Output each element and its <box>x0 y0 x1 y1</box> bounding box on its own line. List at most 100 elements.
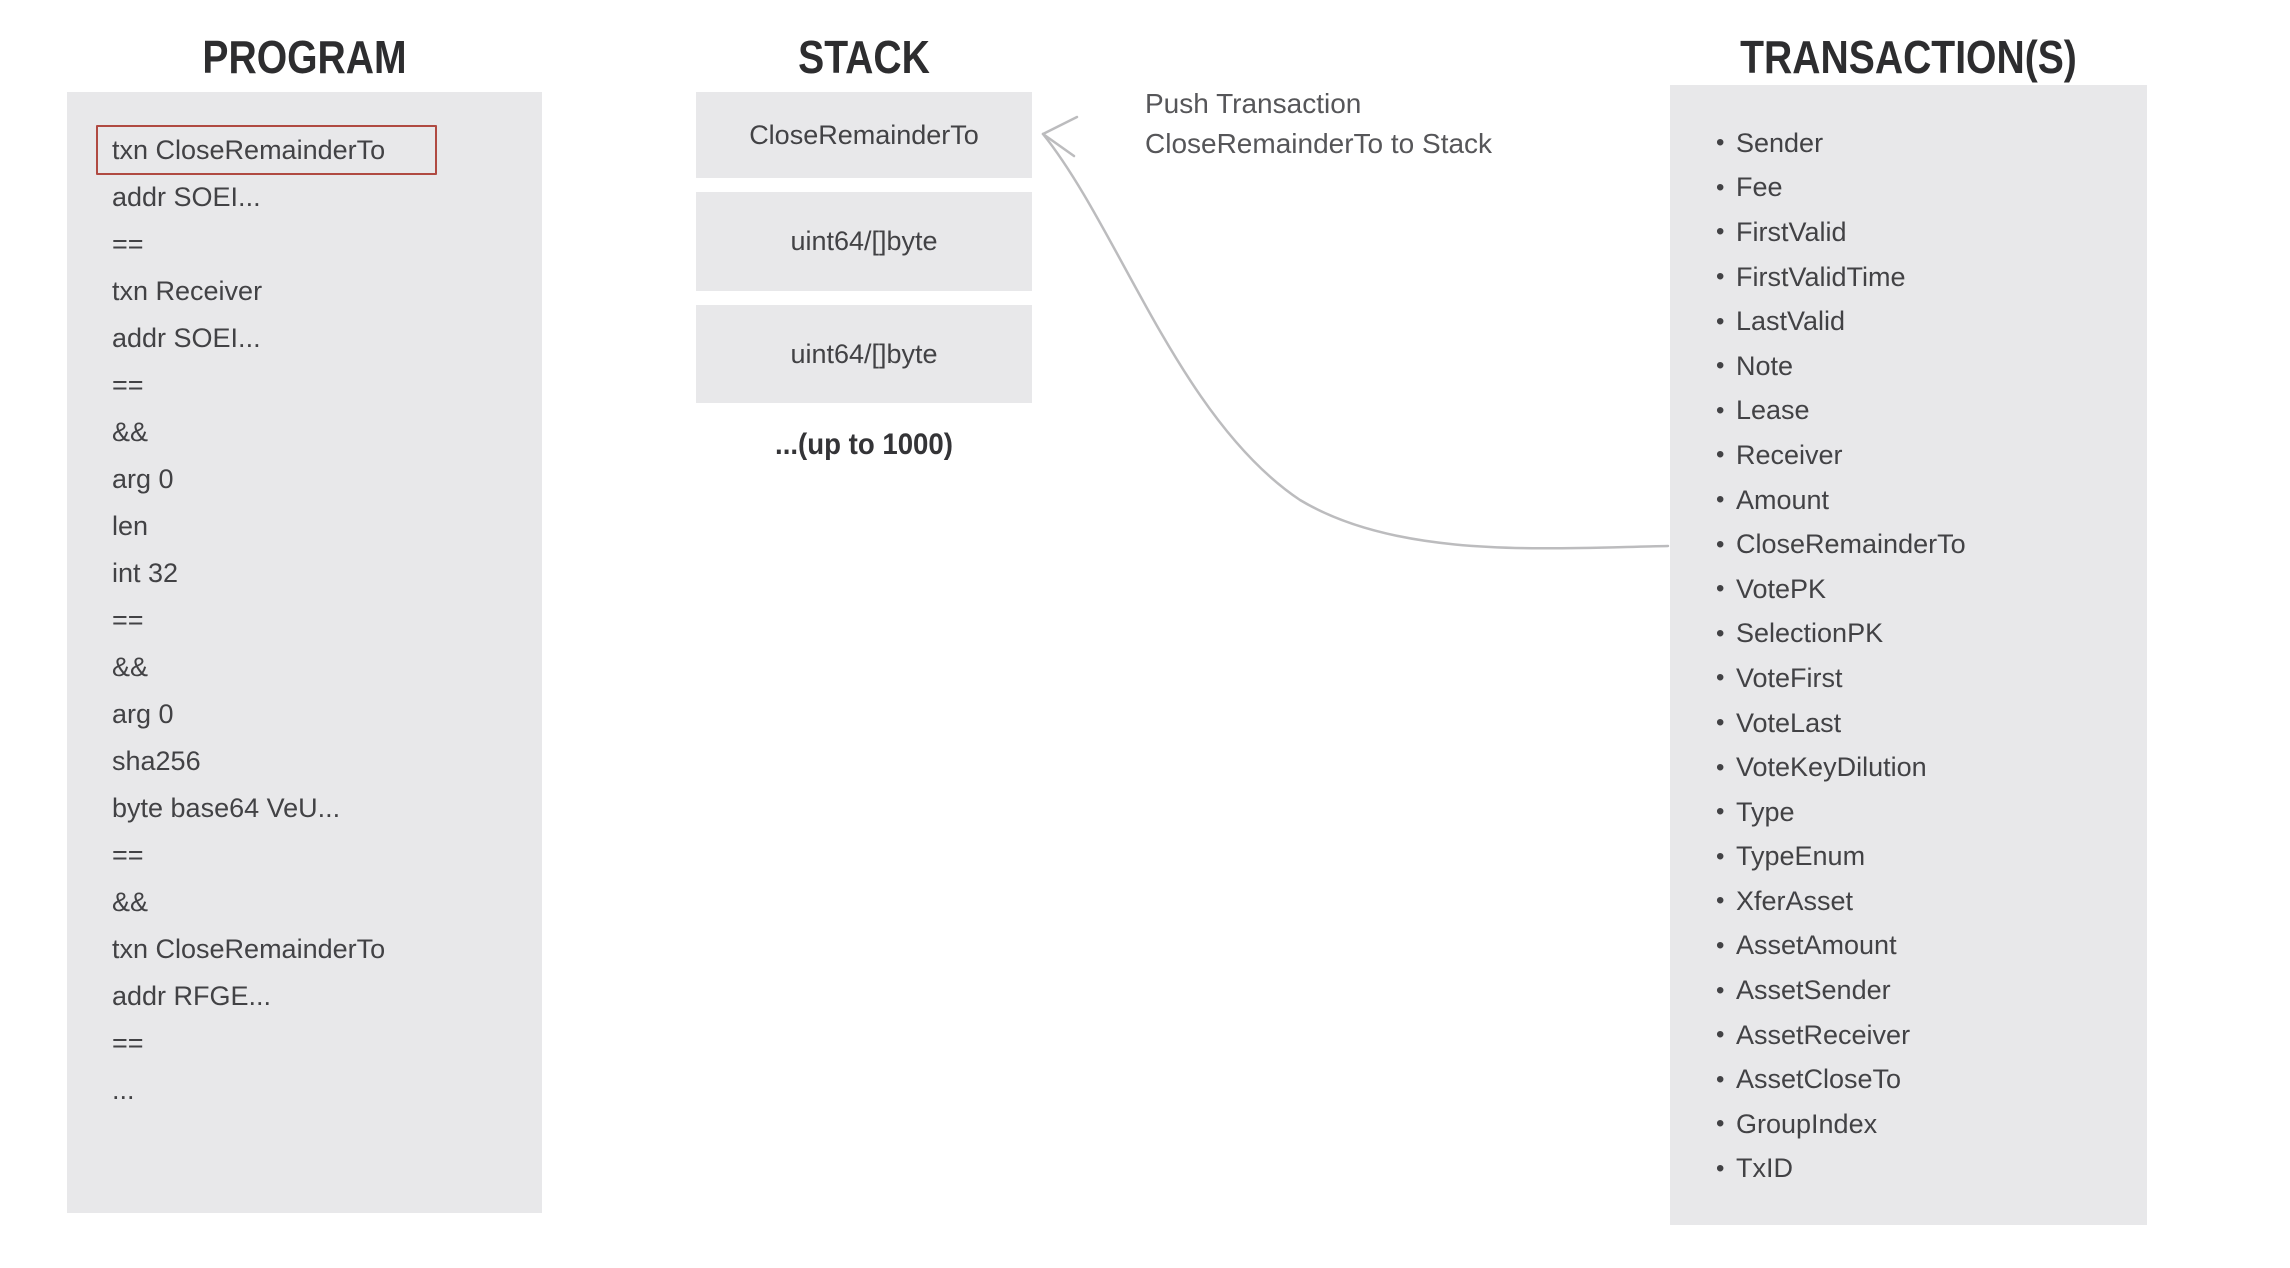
transaction-fields-list: • Sender • Fee • FirstValid • FirstValidTime • La… <box>1716 121 2136 1191</box>
push-annotation-line2: CloseRemainderTo to Stack <box>1145 128 1493 159</box>
bullet-icon: • <box>1716 709 1725 737</box>
transaction-field: • XferAsset <box>1716 879 2136 924</box>
bullet-icon: • <box>1716 173 1725 201</box>
bullet-icon: • <box>1716 842 1725 870</box>
stack-slot-middle: uint64/[]byte <box>696 192 1032 291</box>
transaction-field: • AssetCloseTo <box>1716 1057 2136 1102</box>
transaction-field: • AssetAmount <box>1716 924 2136 969</box>
program-line: == <box>112 840 144 870</box>
bullet-icon: • <box>1716 575 1725 603</box>
transaction-field-label: VoteLast <box>1736 707 1842 738</box>
transaction-field: • Note <box>1716 344 2136 389</box>
bullet-icon: • <box>1716 396 1725 424</box>
transaction-field: • Type <box>1716 790 2136 835</box>
program-line: sha256 <box>112 746 201 776</box>
transaction-field: • Fee <box>1716 166 2136 211</box>
program-line: addr SOEI... <box>112 323 261 353</box>
transaction-field-label: SelectionPK <box>1736 618 1884 649</box>
bullet-icon: • <box>1716 976 1725 1004</box>
program-line: txn CloseRemainderTo <box>112 135 386 165</box>
program-line: addr RFGE... <box>112 981 272 1011</box>
program-line: && <box>112 887 149 917</box>
transaction-field: • Lease <box>1716 389 2136 434</box>
transaction-field-label: Note <box>1736 350 1794 381</box>
bullet-icon: • <box>1716 887 1725 915</box>
transaction-field: •GroupIndex <box>1716 1102 2136 1147</box>
transaction-field: •TxID <box>1716 1147 2136 1192</box>
transaction-field: •VoteFirst <box>1716 656 2136 701</box>
program-line: int 32 <box>112 558 179 588</box>
transaction-field: • TypeEnum <box>1716 835 2136 880</box>
program-line: arg 0 <box>112 699 174 729</box>
transaction-field: • FirstValid <box>1716 210 2136 255</box>
push-annotation-line1: Push Transaction <box>1145 88 1362 119</box>
transaction-field-label: Sender <box>1736 127 1824 158</box>
transactions-panel <box>1670 85 2147 1225</box>
transaction-field-label: TypeEnum <box>1736 841 1866 872</box>
transaction-field-label: FirstValidTime <box>1736 261 1906 292</box>
transaction-field-label: AssetReceiver <box>1736 1019 1911 1050</box>
program-panel <box>67 92 542 1213</box>
push-annotation: Push Transaction CloseRemainderTo to Sta… <box>1145 84 1492 164</box>
bullet-icon: • <box>1716 307 1725 335</box>
bullet-icon: • <box>1716 530 1725 558</box>
transaction-field-label: Type <box>1736 796 1795 827</box>
program-line: == <box>112 370 144 400</box>
transaction-field-label: AssetAmount <box>1736 930 1897 961</box>
transaction-field: • Receiver <box>1716 433 2136 478</box>
program-line: len <box>112 511 149 541</box>
bullet-icon: • <box>1716 263 1725 291</box>
bullet-icon: • <box>1716 1021 1725 1049</box>
transaction-field: • Amount <box>1716 478 2136 523</box>
transactions-column-title: TRANSACTION(S) <box>1740 31 2077 83</box>
transaction-field-label: CloseRemainderTo <box>1736 529 1966 560</box>
transaction-field-label: AssetSender <box>1736 975 1891 1006</box>
program-line: txn Receiver <box>112 276 263 306</box>
transaction-field: • CloseRemainderTo <box>1716 522 2136 567</box>
transaction-field-label: AssetCloseTo <box>1736 1064 1902 1095</box>
program-line: && <box>112 417 149 447</box>
bullet-icon: • <box>1716 753 1725 781</box>
stack-slot-top: CloseRemainderTo <box>696 92 1032 178</box>
bullet-icon: • <box>1716 1065 1725 1093</box>
transaction-field-label: LastValid <box>1736 306 1846 337</box>
program-line: addr SOEI... <box>112 182 261 212</box>
transaction-field: • LastValid <box>1716 299 2136 344</box>
bullet-icon: • <box>1716 352 1725 380</box>
program-line: == <box>112 605 144 635</box>
transaction-field: • AssetReceiver <box>1716 1013 2136 1058</box>
transaction-field-label: TxID <box>1736 1153 1793 1184</box>
bullet-icon: • <box>1716 441 1725 469</box>
transaction-field-label: XferAsset <box>1736 885 1854 916</box>
program-line: arg 0 <box>112 464 174 494</box>
transaction-field-label: FirstValid <box>1736 216 1847 247</box>
bullet-icon: • <box>1716 1110 1725 1138</box>
bullet-icon: • <box>1716 798 1725 826</box>
transaction-field-label: Amount <box>1736 484 1830 515</box>
transaction-field-label: Receiver <box>1736 439 1843 470</box>
program-code-list: txn CloseRemainderTo addr SOEI... == txn Re… <box>112 127 532 1114</box>
transaction-field: • SelectionPK <box>1716 612 2136 657</box>
transaction-field-label: Fee <box>1736 172 1783 203</box>
bullet-icon: • <box>1716 931 1725 959</box>
program-line: ... <box>112 1075 135 1105</box>
transaction-field-label: VotePK <box>1736 573 1827 604</box>
program-line: txn CloseRemainderTo <box>112 934 386 964</box>
program-column-title: PROGRAM <box>202 31 407 83</box>
transaction-field-label: VoteKeyDilution <box>1736 752 1927 783</box>
program-line: == <box>112 229 144 259</box>
stack-slot-bottom: uint64/[]byte <box>696 305 1032 403</box>
bullet-icon: • <box>1716 129 1725 157</box>
transaction-field: • Sender <box>1716 121 2136 166</box>
transaction-field-label: VoteFirst <box>1736 662 1843 693</box>
stack-capacity-caption: ...(up to 1000) <box>775 428 953 461</box>
bullet-icon: • <box>1716 218 1725 246</box>
bullet-icon: • <box>1716 619 1725 647</box>
program-line: && <box>112 652 149 682</box>
bullet-icon: • <box>1716 486 1725 514</box>
transaction-field: • VotePK <box>1716 567 2136 612</box>
transaction-field: • AssetSender <box>1716 968 2136 1013</box>
transaction-field: • VoteKeyDilution <box>1716 745 2136 790</box>
transaction-field-label: Lease <box>1736 395 1810 426</box>
